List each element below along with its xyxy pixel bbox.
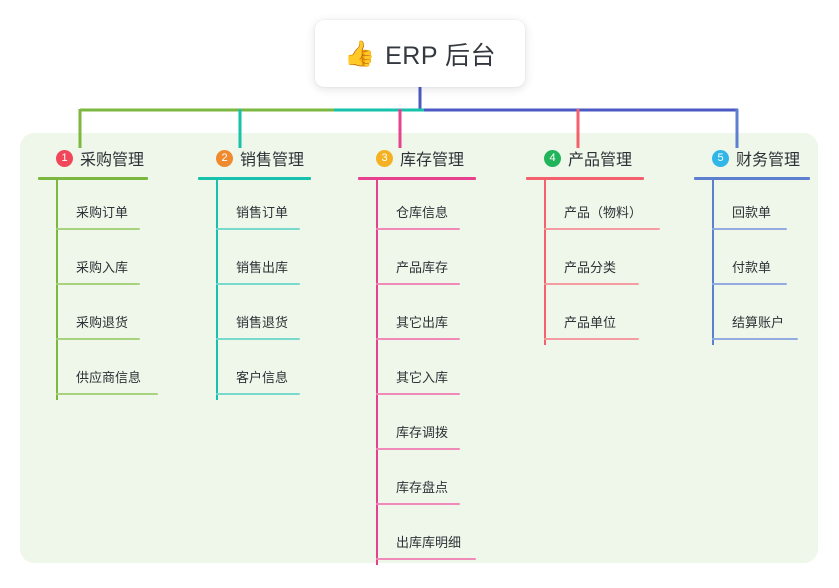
leaf-item-rule — [216, 338, 300, 340]
leaf-item-rule — [56, 228, 140, 230]
leaf-item-rule — [216, 228, 300, 230]
branch-header-5[interactable]: 5 财务管理 — [694, 146, 800, 170]
branch-title-5: 财务管理 — [736, 152, 801, 169]
branch-column-3: 3 库存管理仓库信息产品库存其它出库其它入库库存调拨库存盘点出库库明细 — [358, 146, 476, 565]
branch-header-rule-2 — [198, 177, 311, 180]
leaf-item-rule — [376, 283, 460, 285]
leaf-item-rule — [712, 228, 787, 230]
leaf-item-rule — [376, 503, 460, 505]
branch-spine-1 — [56, 180, 58, 400]
diagram-background-panel — [20, 133, 818, 563]
branch-spine-5 — [712, 180, 714, 345]
leaf-item-label: 结算账户 — [732, 315, 785, 330]
branch-header-4[interactable]: 4 产品管理 — [526, 146, 632, 170]
leaf-item-rule — [544, 228, 660, 230]
leaf-item-label: 产品（物料） — [564, 205, 643, 220]
branch-spine-2 — [216, 180, 218, 400]
branch-title-3: 库存管理 — [400, 152, 465, 169]
leaf-item-label: 产品库存 — [396, 260, 449, 275]
leaf-item-label: 库存盘点 — [396, 480, 449, 495]
leaf-item-label: 供应商信息 — [76, 370, 142, 385]
leaf-item-rule — [376, 338, 460, 340]
leaf-item-label: 采购退货 — [76, 315, 129, 330]
branch-header-rule-4 — [526, 177, 644, 180]
leaf-item-rule — [376, 558, 476, 560]
leaf-item-rule — [376, 393, 460, 395]
leaf-item-rule — [56, 338, 140, 340]
leaf-item-label: 产品分类 — [564, 260, 617, 275]
root-node-card[interactable]: 👍 ERP 后台 — [315, 20, 525, 87]
branch-title-2: 销售管理 — [240, 152, 305, 169]
branch-header-rule-3 — [358, 177, 476, 180]
leaf-item-rule — [712, 338, 798, 340]
leaf-item-rule — [544, 338, 639, 340]
leaf-item-label: 其它出库 — [396, 315, 449, 330]
leaf-item-label: 产品单位 — [564, 315, 617, 330]
branch-badge-3: 3 — [376, 149, 393, 167]
leaf-item-rule — [56, 393, 158, 395]
branch-badge-5: 5 — [712, 149, 729, 167]
branch-badge-1: 1 — [56, 149, 73, 167]
leaf-item-rule — [216, 393, 300, 395]
leaf-item-label: 销售退货 — [236, 315, 289, 330]
branch-badge-2: 2 — [216, 149, 233, 167]
branch-header-2[interactable]: 2 销售管理 — [198, 146, 304, 170]
branch-header-rule-1 — [38, 177, 148, 180]
branch-title-4: 产品管理 — [568, 152, 633, 169]
leaf-item-label: 客户信息 — [236, 370, 289, 385]
branch-badge-4: 4 — [544, 149, 561, 167]
branch-title-1: 采购管理 — [80, 152, 145, 169]
leaf-item-rule — [544, 283, 639, 285]
leaf-item-rule — [376, 228, 460, 230]
leaf-item-label: 其它入库 — [396, 370, 449, 385]
branch-header-rule-5 — [694, 177, 810, 180]
leaf-item-label: 出库库明细 — [396, 535, 462, 550]
branch-header-1[interactable]: 1 采购管理 — [38, 146, 144, 170]
branch-column-4: 4 产品管理产品（物料） 产品分类产品单位 — [526, 146, 660, 345]
leaf-item-rule — [216, 283, 300, 285]
branch-column-1: 1 采购管理采购订单采购入库采购退货供应商信息 — [38, 146, 158, 400]
leaf-item-label: 采购订单 — [76, 205, 129, 220]
leaf-item-label: 付款单 — [732, 260, 772, 275]
branch-column-5: 5 财务管理回款单付款单结算账户 — [694, 146, 810, 345]
leaf-item-label: 仓库信息 — [396, 205, 449, 220]
branch-spine-3 — [376, 180, 378, 565]
thumbs-up-icon: 👍 — [343, 40, 376, 68]
leaf-item-rule — [712, 283, 787, 285]
root-node-title: ERP 后台 — [385, 41, 497, 70]
leaf-item-label: 销售订单 — [236, 205, 289, 220]
leaf-item-label: 采购入库 — [76, 260, 129, 275]
branch-spine-4 — [544, 180, 546, 345]
leaf-item-rule — [376, 448, 460, 450]
leaf-item-label: 库存调拨 — [396, 425, 449, 440]
branch-column-2: 2 销售管理销售订单销售出库销售退货客户信息 — [198, 146, 311, 400]
branch-header-3[interactable]: 3 库存管理 — [358, 146, 464, 170]
leaf-item-label: 销售出库 — [236, 260, 289, 275]
leaf-item-rule — [56, 283, 140, 285]
leaf-item-label: 回款单 — [732, 205, 772, 220]
